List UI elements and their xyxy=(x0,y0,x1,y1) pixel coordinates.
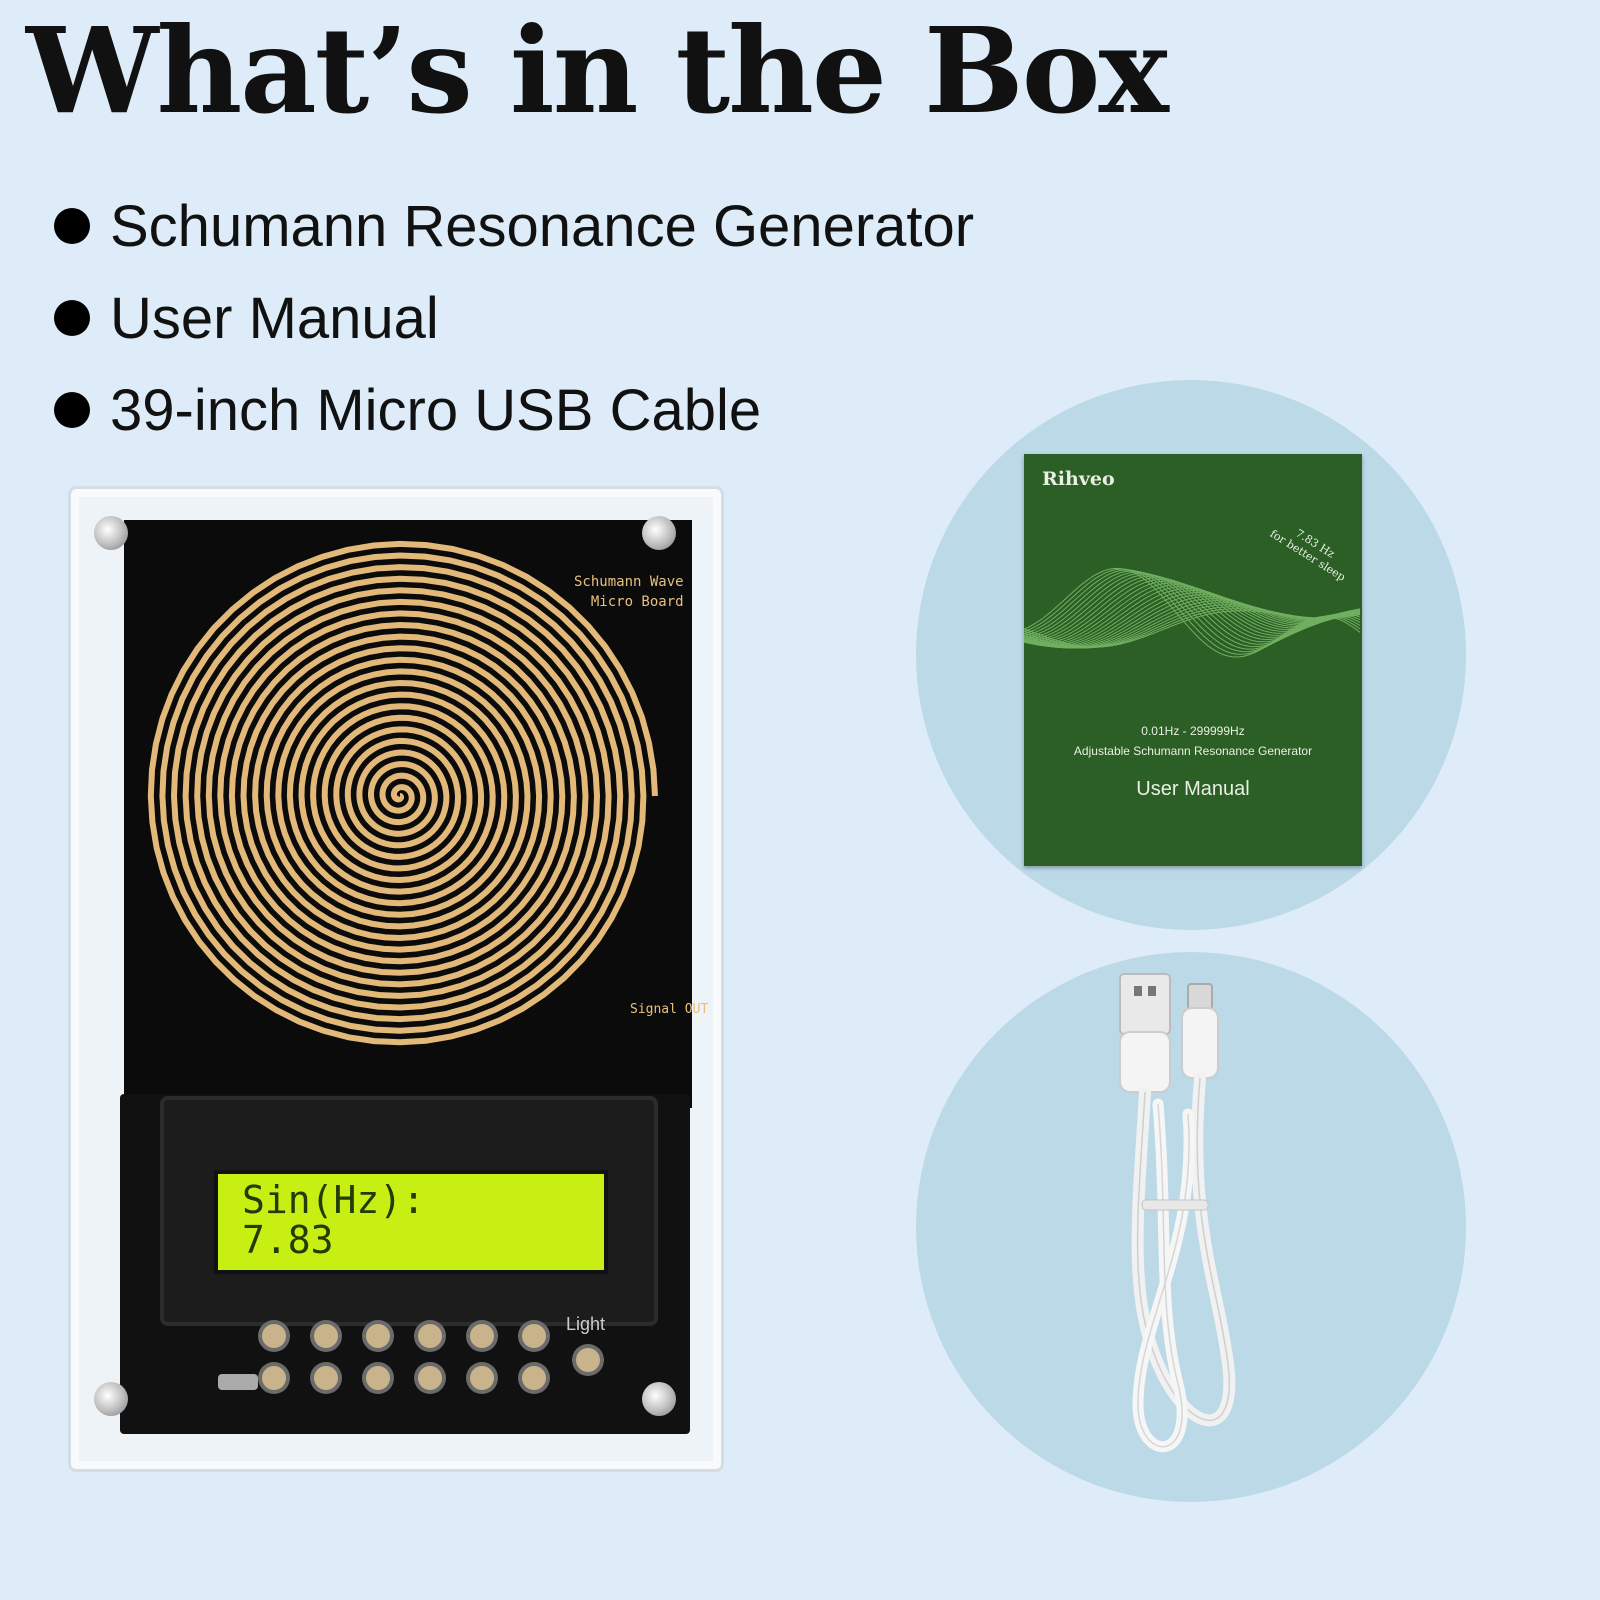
screw-icon xyxy=(94,1382,128,1416)
board-label-line: Micro Board xyxy=(590,594,684,610)
wave-graphic-icon xyxy=(1024,567,1361,658)
device-button xyxy=(314,1324,338,1348)
device-button xyxy=(470,1324,494,1348)
usb-a-connector-icon xyxy=(1119,973,1171,1035)
box-contents-list: Schumann Resonance Generator User Manual… xyxy=(54,180,974,456)
user-manual-image: Rihveo 7.83 Hz for better sleep 0.01Hz -… xyxy=(1024,454,1362,866)
light-button xyxy=(576,1348,600,1372)
manual-product: Adjustable Schumann Resonance Generator xyxy=(1073,744,1313,758)
page-title: What’s in the Box xyxy=(26,1,1169,140)
light-label: Light xyxy=(566,1314,606,1334)
lcd-line: Sin(Hz): xyxy=(242,1178,426,1222)
device-button xyxy=(366,1366,390,1390)
bullet-icon xyxy=(54,208,90,244)
device-button xyxy=(366,1324,390,1348)
cable-tie-icon xyxy=(1141,1199,1209,1211)
list-item-label: 39-inch Micro USB Cable xyxy=(110,377,762,443)
schumann-generator-image: Schumann Wave Micro Board Signal OUT Sin… xyxy=(68,486,726,1472)
signal-out-label: Signal OUT xyxy=(630,1002,709,1017)
manual-label: User Manual xyxy=(1136,778,1250,800)
list-item: Schumann Resonance Generator xyxy=(54,180,974,272)
device-button xyxy=(418,1366,442,1390)
usb-port xyxy=(218,1374,258,1390)
device-button xyxy=(522,1324,546,1348)
screw-icon xyxy=(642,1382,676,1416)
spiral-coil-icon xyxy=(147,540,658,1046)
lcd-display: Sin(Hz): 7.83 xyxy=(214,1170,608,1274)
device-button xyxy=(470,1366,494,1390)
manual-brand: Rihveo xyxy=(1042,468,1115,490)
device-button xyxy=(262,1366,286,1390)
bullet-icon xyxy=(54,300,90,336)
board-label: Schumann Wave Micro Board xyxy=(574,572,684,612)
list-item: 39-inch Micro USB Cable xyxy=(54,364,974,456)
list-item-label: User Manual xyxy=(110,285,439,351)
list-item: User Manual xyxy=(54,272,974,364)
manual-range: 0.01Hz - 299999Hz xyxy=(1141,724,1245,738)
device-button xyxy=(314,1366,338,1390)
device-button xyxy=(522,1366,546,1390)
lcd-line: 7.83 xyxy=(242,1218,334,1262)
usb-cable-image xyxy=(1119,973,1236,1453)
bullet-icon xyxy=(54,392,90,428)
screw-icon xyxy=(642,516,676,550)
board-label-line: Schumann Wave xyxy=(574,574,684,590)
screw-icon xyxy=(94,516,128,550)
device-button xyxy=(418,1324,442,1348)
list-item-label: Schumann Resonance Generator xyxy=(110,193,975,259)
device-button xyxy=(262,1324,286,1348)
micro-usb-connector-icon xyxy=(1187,983,1213,1011)
